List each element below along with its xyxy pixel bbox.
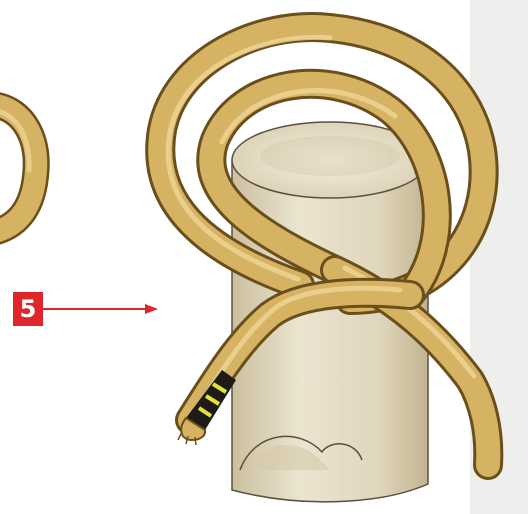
arrow-right-icon — [43, 304, 158, 314]
step-number-badge: 5 — [13, 292, 43, 326]
knot-loop-partial — [0, 105, 36, 232]
